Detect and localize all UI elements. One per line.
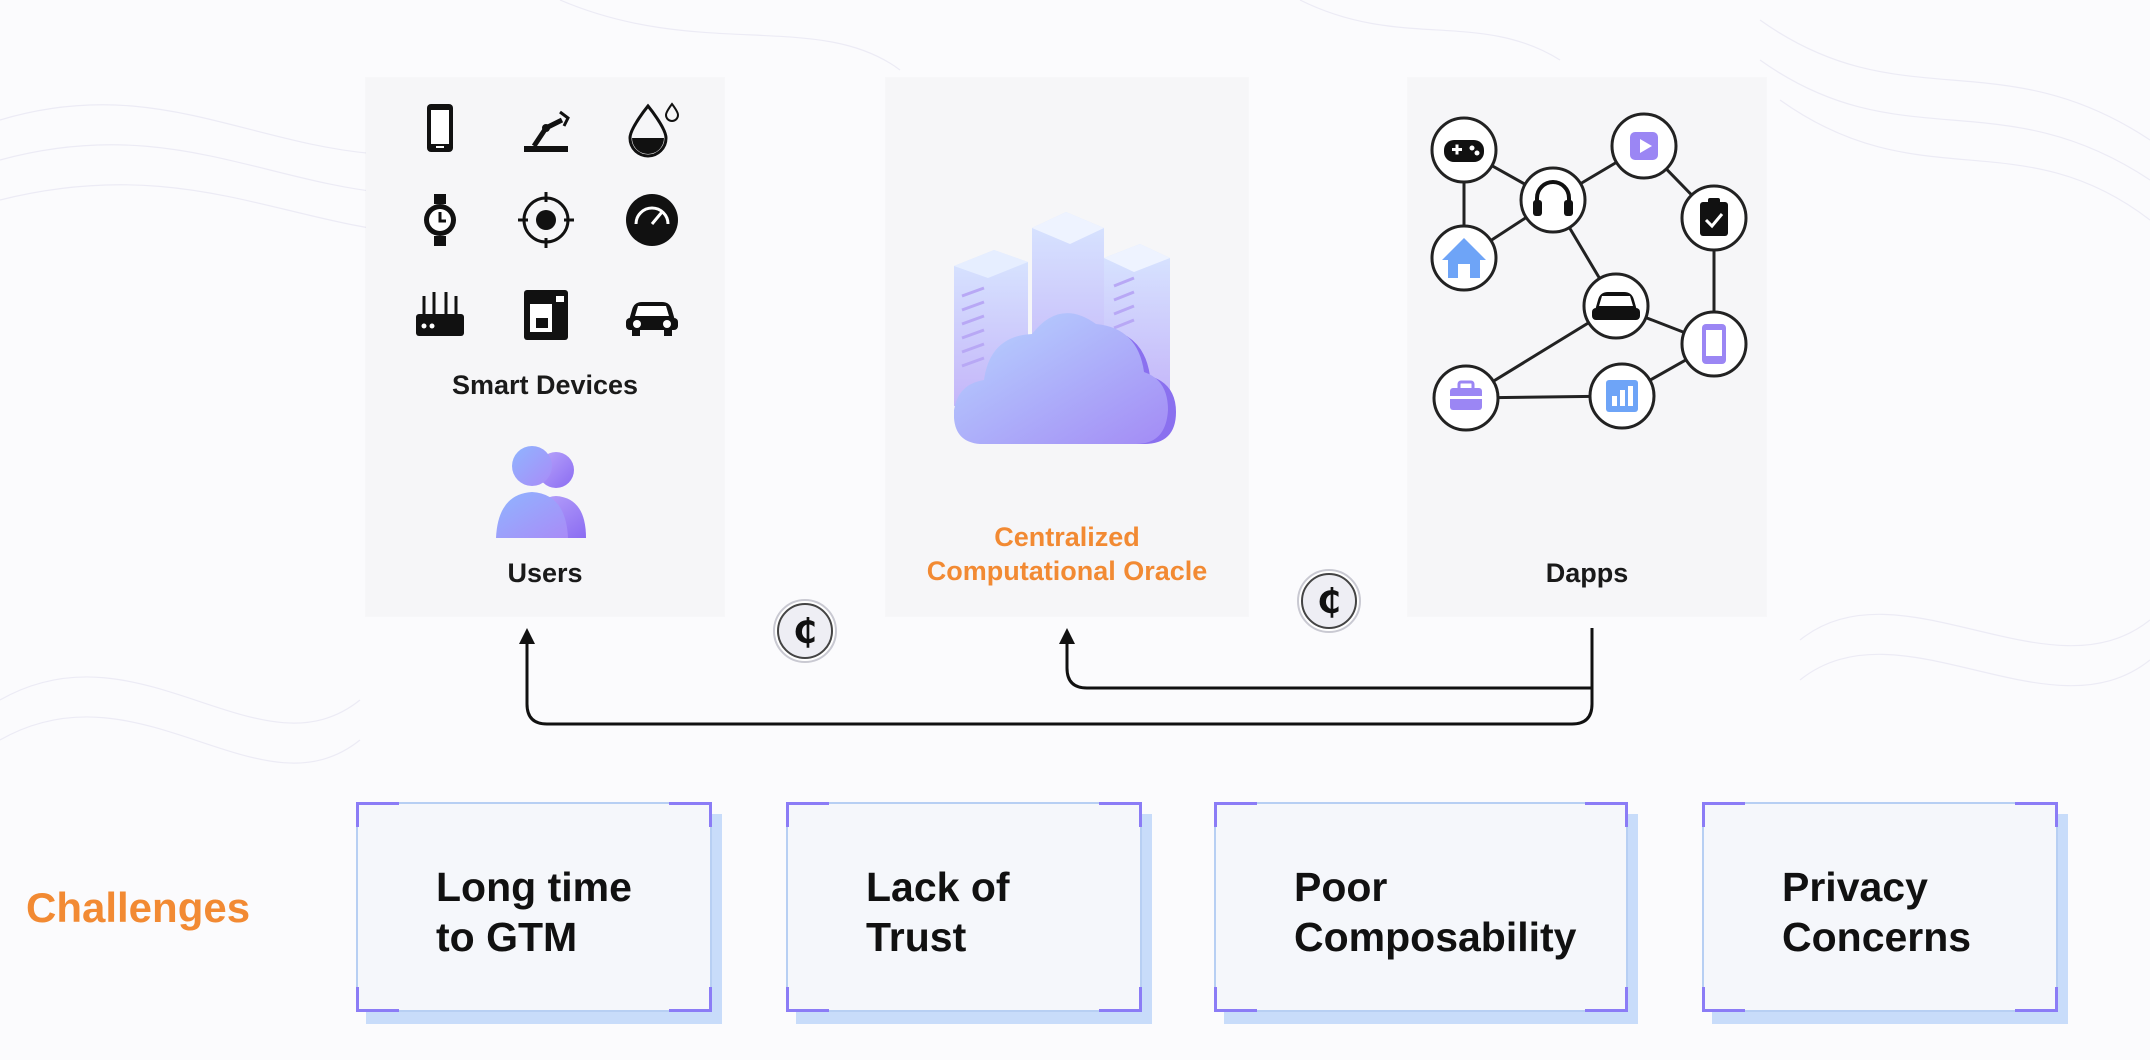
router-icon: [416, 292, 464, 336]
challenge-card-text: Poor Composability: [1294, 862, 1576, 962]
challenge-line2: Trust: [866, 914, 967, 960]
smartwatch-icon: [424, 194, 456, 246]
bar-chart-icon: [1606, 380, 1638, 412]
clipboard-icon: [1700, 198, 1728, 236]
gauge-icon: [626, 194, 678, 246]
coin-icon: ₵: [773, 599, 837, 663]
car-icon: [626, 302, 678, 336]
smartphone-icon: [427, 104, 453, 152]
challenge-line1: Long time: [436, 864, 632, 910]
smart-devices-label: Smart Devices: [451, 370, 639, 400]
challenge-card-text: Long time to GTM: [436, 862, 632, 962]
headphones-icon: [1533, 180, 1573, 216]
users-icon: [496, 446, 586, 538]
oracle-panel: Centralized Computational Oracle: [886, 78, 1248, 616]
challenge-line2: Composability: [1294, 914, 1577, 960]
car-icon: [1592, 292, 1640, 320]
dapps-network: [1430, 112, 1748, 432]
challenge-card: Lack of Trust: [786, 802, 1152, 1024]
oracle-label-line1: Centralized: [994, 522, 1140, 552]
dapps-label: Dapps: [1545, 558, 1629, 588]
phone-icon: [1702, 324, 1726, 364]
coffee-machine-icon: [524, 290, 568, 340]
water-drop-icon: [628, 102, 680, 158]
challenge-card: Privacy Concerns: [1702, 802, 2068, 1024]
oracle-label-line2: Computational Oracle: [926, 556, 1208, 586]
briefcase-icon: [1450, 380, 1482, 410]
target-sensor-icon: [518, 192, 574, 248]
smart-devices-panel: Smart Devices Users: [366, 78, 724, 616]
challenge-card: Long time to GTM: [356, 802, 722, 1024]
challenge-line2: to GTM: [436, 914, 578, 960]
cloud-servers-icon: [954, 212, 1176, 444]
robot-arm-icon: [524, 110, 570, 152]
challenge-card: Poor Composability: [1214, 802, 1638, 1024]
svg-text:₵: ₵: [793, 612, 817, 652]
challenge-line2: Concerns: [1782, 914, 1972, 960]
home-icon: [1442, 238, 1486, 278]
users-label: Users: [507, 558, 583, 588]
svg-text:₵: ₵: [1317, 582, 1341, 622]
dapps-panel: Dapps: [1408, 78, 1766, 616]
challenge-line1: Lack of: [866, 864, 1010, 910]
challenges-title: Challenges: [26, 884, 251, 931]
coin-icon: ₵: [1297, 569, 1361, 633]
gamepad-icon: [1444, 140, 1484, 162]
challenge-card-text: Privacy Concerns: [1782, 862, 1971, 962]
challenge-card-text: Lack of Trust: [866, 862, 1010, 962]
play-icon: [1630, 132, 1658, 160]
challenge-line1: Privacy: [1782, 864, 1928, 910]
challenge-line1: Poor: [1294, 864, 1388, 910]
